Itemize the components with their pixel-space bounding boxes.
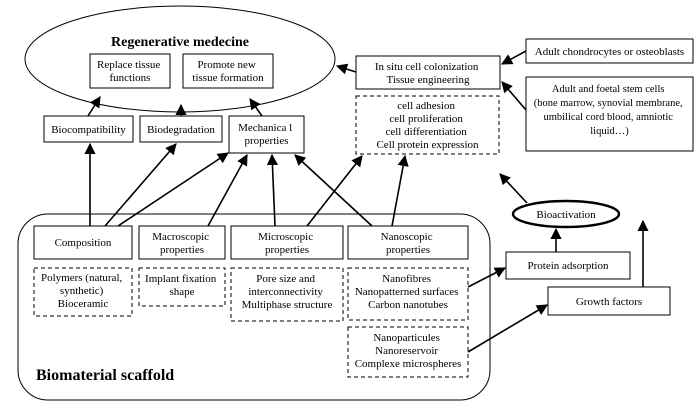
microscopic-label: Microscopic properties xyxy=(258,231,316,256)
arrow-chondro-to-insitu xyxy=(501,50,527,65)
scaffold-title: Biomaterial scaffold xyxy=(36,367,174,384)
arrow-insitu-to-ellipse xyxy=(335,63,357,75)
macroscopic-box xyxy=(138,225,226,260)
arrow-bioactivation-to-celleffects xyxy=(499,173,528,204)
macroscopic-label: Macroscopic properties xyxy=(152,231,212,256)
arrow-nano-to-celleffects xyxy=(391,154,409,227)
cell-effects-text: cell adhesion cell proliferation cell di… xyxy=(376,100,479,151)
arrow-mechanical-to-ellipse xyxy=(249,98,263,117)
nanoparticles-box xyxy=(347,326,469,378)
composition-detail-text: Polymers (natural, synthetic) Bioceramic xyxy=(41,272,125,310)
replace-tissue-box xyxy=(89,53,171,89)
mechanical-label: Mechanica l properties xyxy=(238,122,295,147)
bioactivation-text: Bioactivation xyxy=(536,209,596,221)
nano-detail-text: Nanofibres Nanopatterned surfaces Carbon… xyxy=(355,273,461,311)
arrow-stem-to-insitu xyxy=(501,81,527,111)
arrow-nano-to-mechanical xyxy=(294,154,373,227)
chondrocytes-text: Adult chondrocytes or osteoblasts xyxy=(535,46,684,58)
regenerative-title: Regenerative medecine xyxy=(111,35,249,50)
composition-detail-box xyxy=(33,267,133,317)
arrow-nanoparticles-to-growth xyxy=(467,304,548,353)
nanoparticles-text: Nanoparticules Nanoreservoir Complexe mi… xyxy=(355,332,462,370)
arrow-composition-to-mechanical xyxy=(117,152,229,227)
arrow-nanodetail-to-protein xyxy=(467,267,506,288)
nanoscopic-box xyxy=(347,225,469,260)
growth-factors-box xyxy=(547,286,671,316)
arrow-composition-to-biodeg xyxy=(104,143,177,227)
macro-detail-box xyxy=(138,267,226,307)
microscopic-box xyxy=(230,225,344,260)
stem-cells-box xyxy=(525,76,694,152)
bioactivation-ellipse xyxy=(511,199,621,229)
composition-box xyxy=(33,225,133,260)
biocompatibility-box xyxy=(43,115,134,143)
growth-factors-text: Growth factors xyxy=(576,296,642,308)
nano-detail-box xyxy=(347,267,469,321)
arrow-micro-to-mechanical xyxy=(266,153,279,227)
micro-detail-text: Pore size and interconnectivity Multipha… xyxy=(242,273,333,311)
arrow-macro-to-mechanical xyxy=(207,154,248,227)
stem-cells-text: Adult and foetal stem cells (bone marrow… xyxy=(534,84,686,137)
protein-adsorption-text: Protein adsorption xyxy=(528,260,609,272)
regenerative-medicine-ellipse xyxy=(24,5,336,113)
chondrocytes-box xyxy=(525,38,694,64)
protein-adsorption-box xyxy=(505,251,631,280)
composition-label: Composition xyxy=(55,237,112,249)
arrow-biocompat-to-ellipse xyxy=(87,96,101,117)
cell-effects-box xyxy=(355,95,500,155)
insitu-box xyxy=(355,55,501,90)
replace-tissue-text: Replace tissue functions xyxy=(97,59,163,84)
biocompatibility-label: Biocompatibility xyxy=(51,124,126,136)
insitu-text: In situ cell colonization Tissue enginee… xyxy=(375,61,481,86)
promote-tissue-box xyxy=(182,53,274,89)
macro-detail-text: Implant fixation shape xyxy=(145,273,219,298)
biodegradation-label: Biodegradation xyxy=(147,124,215,136)
promote-tissue-text: Promote new tissue formation xyxy=(192,59,264,84)
mechanical-box xyxy=(228,115,305,154)
nanoscopic-label: Nanoscopic properties xyxy=(381,231,436,256)
micro-detail-box xyxy=(230,267,344,322)
